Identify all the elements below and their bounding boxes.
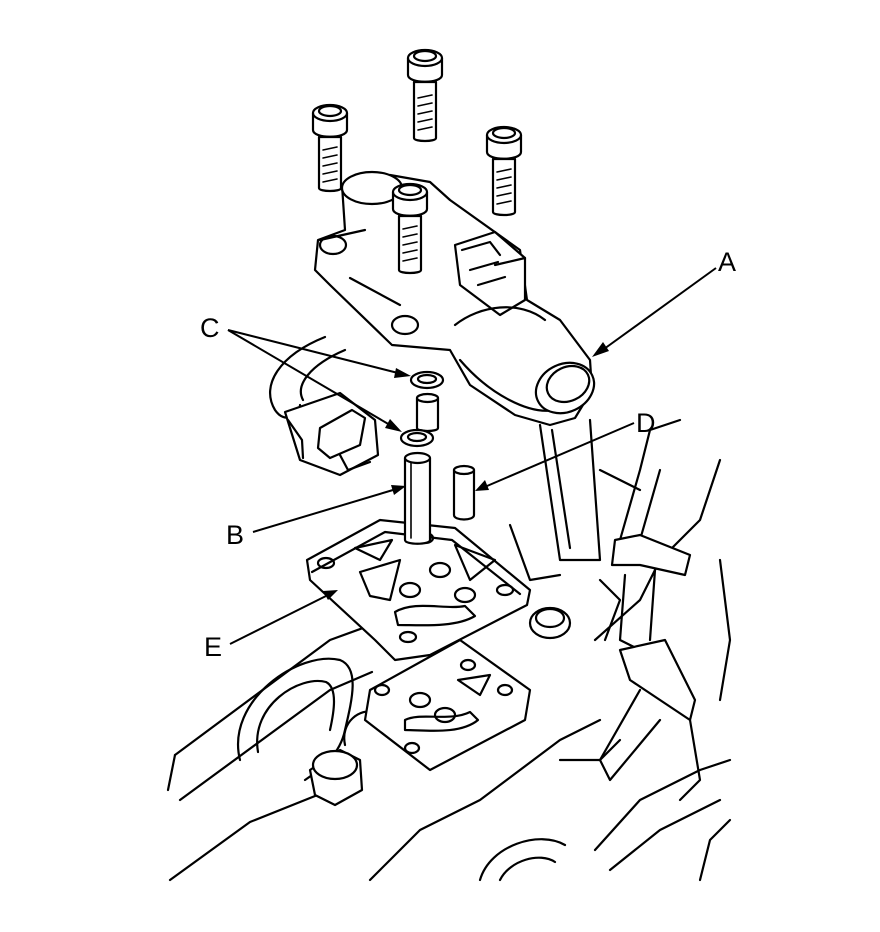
leader-a [592, 267, 717, 357]
bolt-front [391, 182, 429, 275]
wire-harness [598, 418, 702, 802]
callout-label-a: A [718, 247, 737, 277]
leader-b [252, 485, 406, 533]
callout-label-b: B [226, 520, 245, 550]
bolt-left [311, 103, 349, 193]
callout-label-d: D [636, 408, 656, 438]
callout-label-c: C [200, 313, 220, 343]
bolt-right [485, 125, 523, 217]
connector [269, 335, 380, 477]
bolt-top-center [406, 48, 444, 143]
solenoid-a [313, 170, 596, 427]
dowel-pin-d [452, 464, 476, 521]
callout-label-e: E [204, 632, 223, 662]
leader-d [475, 422, 635, 491]
o-rings-c [399, 370, 445, 448]
engine-housing [166, 418, 732, 882]
leader-c-upper [227, 329, 411, 378]
leader-c-lower [227, 329, 402, 432]
housing-port-face [363, 638, 532, 772]
leader-e [229, 590, 338, 645]
gasket-e [305, 518, 532, 662]
pipe-b [403, 451, 432, 545]
upper-pipe [415, 392, 440, 433]
